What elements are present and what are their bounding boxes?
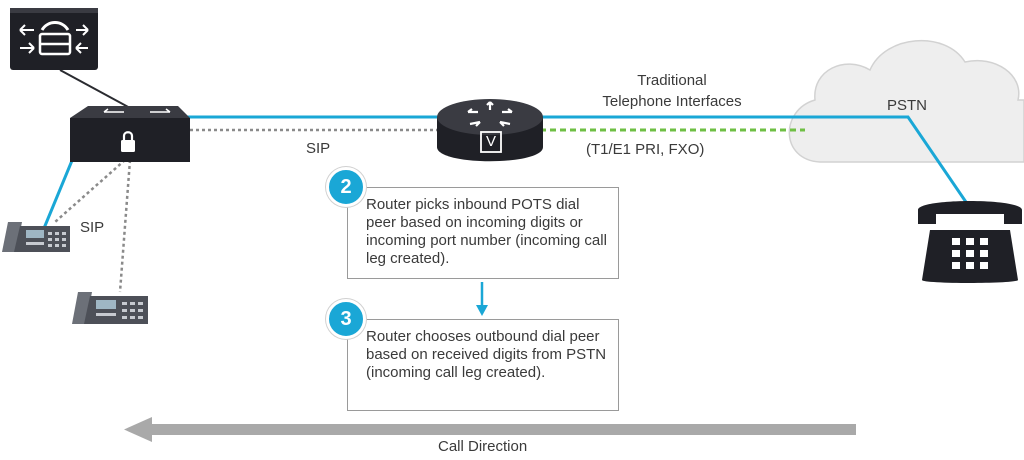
pstn-label: PSTN	[887, 97, 928, 114]
pstn-telephone-icon	[918, 201, 1022, 283]
router-voice-mark: V	[485, 133, 496, 150]
step-2-description: Router picks inbound POTS dial peer base…	[347, 187, 619, 279]
voice-router-icon	[437, 99, 543, 162]
traditional-interfaces-label: Traditional Telephone Interfaces	[602, 72, 742, 110]
call-direction-arrow	[124, 417, 856, 442]
ip-phone-icon	[2, 222, 70, 252]
interface-types-label: (T1/E1 PRI, FXO)	[586, 141, 705, 158]
sip-label-left: SIP	[80, 219, 105, 236]
step-3-description: Router chooses outbound dial peer based …	[347, 319, 619, 411]
secure-switch-icon	[70, 106, 190, 162]
gray-dashed-phone2-link	[118, 159, 132, 293]
pstn-cloud	[788, 40, 1024, 163]
sip-label-middle: SIP	[306, 140, 331, 157]
step-2-badge: 2	[326, 167, 366, 207]
call-direction-label: Call Direction	[438, 438, 528, 455]
gray-dashed-phone1-link	[54, 159, 126, 223]
step-connector-arrow	[476, 282, 488, 316]
call-manager-server-icon	[10, 8, 98, 70]
server-to-switch-link	[59, 69, 131, 109]
ip-phone-icon	[72, 292, 148, 324]
step-3-badge: 3	[326, 299, 366, 339]
